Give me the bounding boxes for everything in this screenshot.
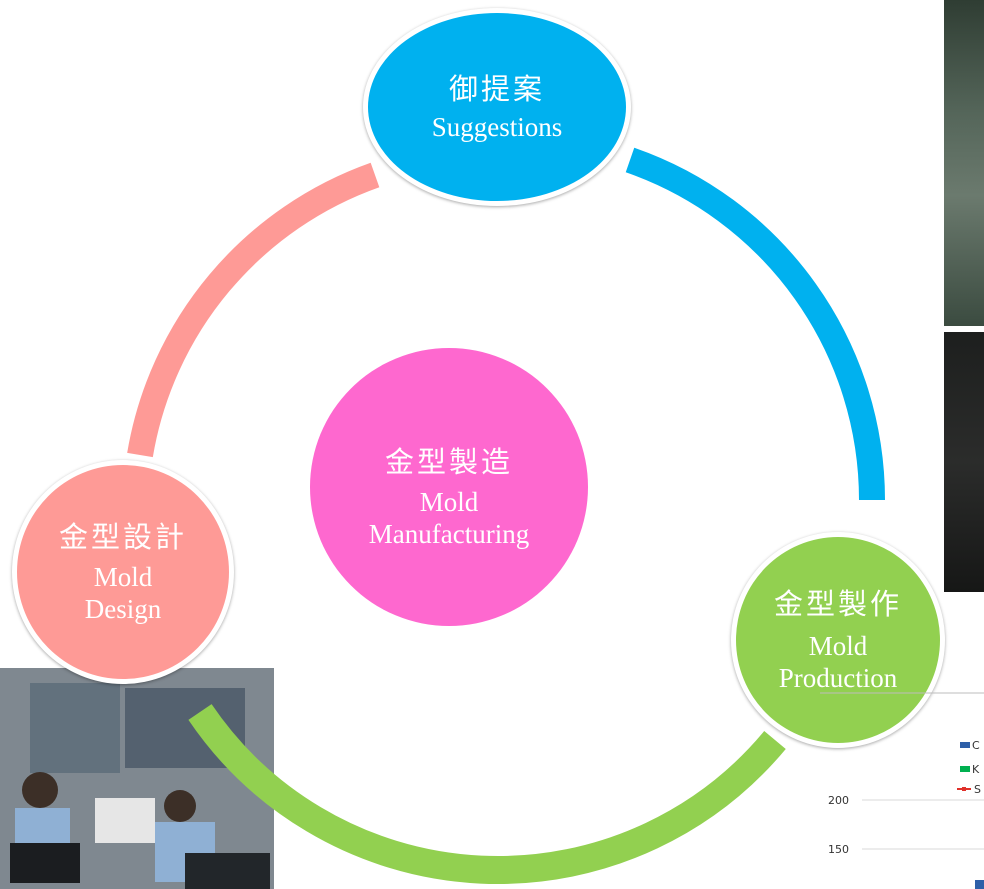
legend-swatch-c	[960, 742, 970, 748]
legend-label-k: K	[972, 763, 980, 776]
center-node-mold-manufacturing: 金型製造 Mold Manufacturing	[310, 348, 588, 626]
center-node-jp-label: 金型製造	[384, 445, 513, 479]
y-tick-150: 150	[828, 843, 849, 856]
ring-arc-bottom	[188, 704, 786, 884]
node-suggestions-en-label: Suggestions	[431, 112, 563, 142]
node-mold-design-en-label: Mold Design	[84, 562, 162, 624]
center-node-en-label: Mold Manufacturing	[368, 487, 530, 549]
bar-stub	[975, 880, 984, 889]
node-mold-production-en-label: Mold Production	[778, 631, 898, 693]
y-tick-200: 200	[828, 794, 849, 807]
machine-photo	[944, 332, 984, 592]
node-mold-design: 金型設計 Mold Design	[12, 460, 234, 684]
legend-marker-s	[962, 787, 966, 791]
node-mold-design-jp-label: 金型設計	[58, 520, 187, 554]
legend-label-c: C	[972, 739, 980, 752]
legend-label-s: S	[974, 783, 981, 796]
node-suggestions-jp-label: 御提案	[448, 72, 545, 106]
node-mold-production-jp-label: 金型製作	[773, 587, 902, 621]
chart-fragment: C K S 200 150	[820, 692, 984, 889]
ring-arc-right	[625, 147, 885, 501]
ring-arc-left	[127, 162, 380, 458]
node-suggestions: 御提案 Suggestions	[363, 8, 631, 206]
node-mold-production: 金型製作 Mold Production	[731, 532, 945, 748]
factory-photo	[944, 0, 984, 326]
legend-swatch-k	[960, 766, 970, 772]
